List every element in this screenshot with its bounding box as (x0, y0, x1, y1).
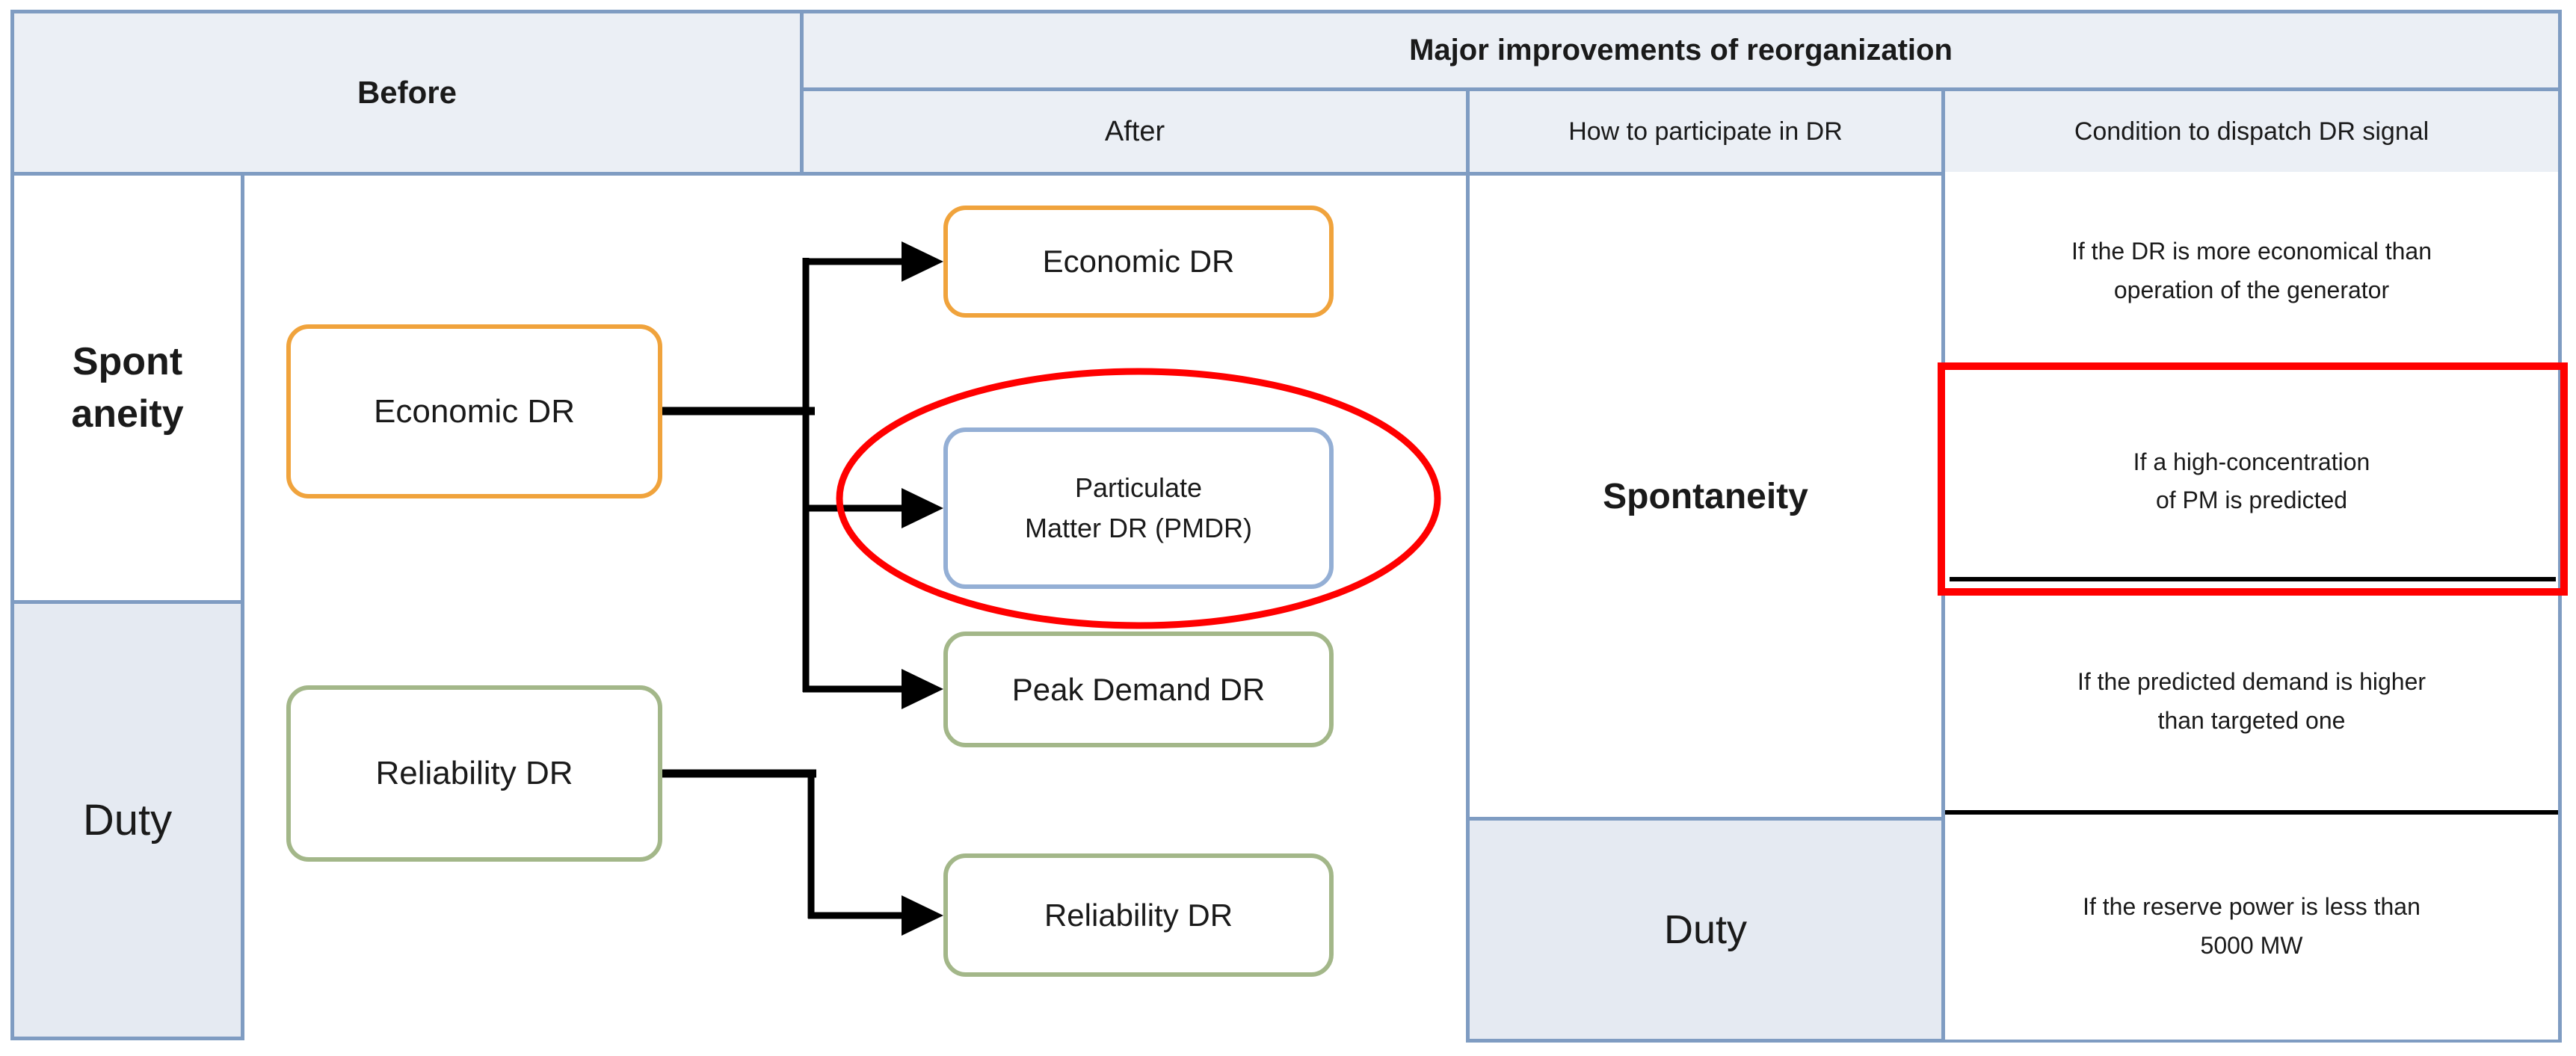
condition-reserve-line1: If the reserve power is less than (2083, 893, 2421, 921)
header-cell-after: After (800, 87, 1470, 176)
header-cell-before: Before (10, 10, 804, 176)
peak-demand-dr-label: Peak Demand DR (1011, 671, 1266, 707)
economic-dr-before-label: Economic DR (374, 392, 575, 430)
box-particulate-matter-dr-after: Particulate Matter DR (PMDR) (943, 427, 1334, 589)
participation-cell-spontaneity: Spontaneity (1466, 172, 1945, 821)
condition-reserve-line2: 5000 MW (2200, 931, 2303, 959)
pmdr-label-line1: Particulate (1074, 472, 1203, 503)
conditions-column: If the DR is more economical than operat… (1941, 172, 2562, 1043)
economic-dr-after-label: Economic DR (1042, 244, 1235, 279)
participation-cell-duty: Duty (1466, 817, 1945, 1043)
reliability-dr-before-label: Reliability DR (375, 755, 573, 791)
row-label-duty-before: Duty (10, 600, 244, 1040)
header-how-label: How to participate in DR (1568, 117, 1843, 146)
header-cell-how-to-participate: How to participate in DR (1466, 87, 1945, 176)
header-cell-condition-to-dispatch: Condition to dispatch DR signal (1941, 87, 2562, 176)
arrowhead-reliability-after (902, 895, 943, 936)
box-economic-dr-before: Economic DR (286, 324, 662, 498)
box-peak-demand-dr-after: Peak Demand DR (943, 632, 1334, 747)
participation-spontaneity-label: Spontaneity (1603, 476, 1808, 516)
condition-pm-line1: If a high-concentration (2133, 448, 2370, 475)
arrowhead-economic-after (902, 241, 943, 282)
reliability-dr-after-label: Reliability DR (1044, 897, 1233, 933)
spontaneity-before-line1: Spont (72, 339, 183, 383)
box-reliability-dr-before: Reliability DR (286, 685, 662, 862)
pmdr-label: Particulate Matter DR (PMDR) (1025, 468, 1252, 549)
condition-row-reserve: If the reserve power is less than 5000 M… (1945, 815, 2558, 1038)
condition-reserve-text: If the reserve power is less than 5000 M… (2083, 888, 2421, 964)
box-reliability-dr-after: Reliability DR (943, 853, 1334, 977)
spontaneity-before-label: Spont aneity (71, 336, 183, 440)
condition-demand-line1: If the predicted demand is higher (2077, 668, 2426, 696)
condition-pm-text: If a high-concentration of PM is predict… (2133, 443, 2370, 519)
spontaneity-before-line2: aneity (71, 392, 184, 436)
condition-row-pm: If a high-concentration of PM is predict… (1945, 370, 2558, 593)
pmdr-label-line2: Matter DR (PMDR) (1025, 513, 1252, 543)
header-condition-label: Condition to dispatch DR signal (2074, 117, 2429, 146)
condition-economical-text: If the DR is more economical than operat… (2071, 232, 2432, 309)
header-major-label: Major improvements of reorganization (1409, 34, 1953, 67)
condition-demand-text: If the predicted demand is higher than t… (2077, 663, 2426, 739)
condition-row-demand: If the predicted demand is higher than t… (1945, 593, 2558, 815)
condition-economical-line1: If the DR is more economical than (2071, 238, 2432, 265)
header-cell-major-improvements: Major improvements of reorganization (800, 10, 2562, 91)
box-economic-dr-after: Economic DR (943, 206, 1334, 318)
condition-economical-line2: operation of the generator (2113, 276, 2390, 303)
arrowhead-pmdr (902, 488, 943, 528)
row-label-spontaneity-before: Spont aneity (10, 172, 244, 604)
condition-pm-line2: of PM is predicted (2155, 487, 2348, 513)
header-after-label: After (1104, 115, 1165, 147)
participation-duty-label: Duty (1663, 907, 1748, 952)
condition-demand-line2: than targeted one (2157, 706, 2346, 734)
header-before-label: Before (357, 75, 457, 110)
condition-row-economical: If the DR is more economical than operat… (1945, 172, 2558, 370)
arrowhead-peak-demand (902, 669, 943, 709)
duty-before-label: Duty (82, 796, 173, 845)
